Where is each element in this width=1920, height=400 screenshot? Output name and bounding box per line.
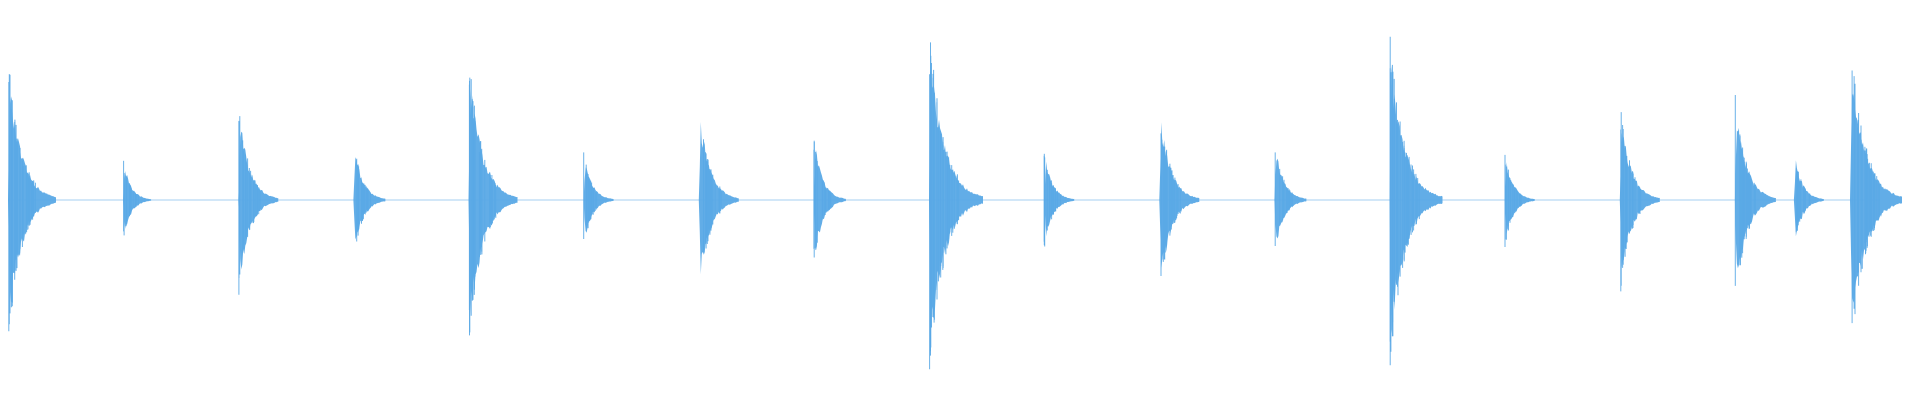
waveform-envelope [1159, 122, 1200, 271]
waveform-transient [238, 116, 279, 295]
waveform-transient [1734, 95, 1776, 286]
waveform-envelope [1850, 93, 1902, 304]
waveform-transient [1619, 112, 1660, 292]
waveform-transient [1159, 122, 1200, 276]
waveform-transient [1389, 36, 1443, 366]
waveform-transient [583, 152, 614, 239]
waveform-transient [698, 122, 739, 275]
waveform-envelope [929, 71, 983, 330]
waveform-envelope [1044, 161, 1075, 237]
waveform-transient [1793, 160, 1824, 237]
waveform-transient [929, 42, 983, 370]
waveform-transient [1850, 70, 1902, 324]
waveform-transient [1504, 154, 1535, 247]
waveform-transient [8, 74, 56, 332]
waveform-transient [1274, 152, 1307, 246]
waveform-transient [468, 77, 518, 336]
waveform-transient [813, 140, 846, 258]
waveform-transient [1043, 153, 1075, 247]
waveform-transient [123, 160, 152, 236]
waveform-transient [353, 157, 386, 242]
